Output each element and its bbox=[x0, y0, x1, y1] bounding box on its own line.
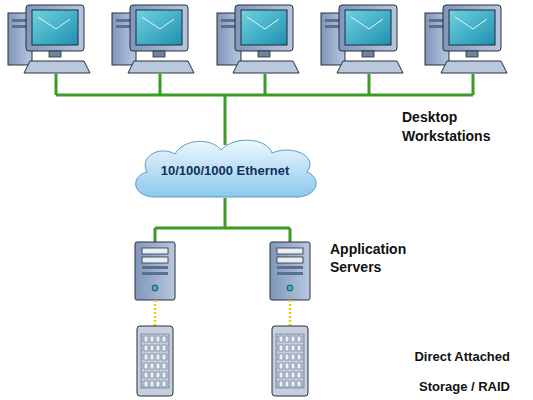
attach-link bbox=[289, 300, 292, 326]
network-cloud: 10/100/1000 Ethernet bbox=[125, 135, 325, 205]
cloud-label: 10/100/1000 Ethernet bbox=[161, 163, 290, 178]
ethernet-wire bbox=[56, 74, 473, 242]
attach-link bbox=[154, 300, 157, 326]
workstation-icon bbox=[425, 5, 507, 73]
workstation-icon bbox=[8, 5, 90, 73]
workstation-icon bbox=[112, 5, 194, 73]
drop-wire bbox=[264, 74, 267, 95]
attach-link bbox=[155, 300, 290, 326]
server-icon bbox=[135, 242, 175, 300]
storage-icon bbox=[272, 326, 308, 396]
drop-wire bbox=[289, 228, 292, 242]
group-label: Direct Attached Storage / RAID bbox=[368, 342, 510, 400]
drop-wire bbox=[55, 74, 58, 95]
workstation-icon bbox=[217, 5, 299, 73]
drop-wire bbox=[368, 74, 371, 95]
downlink-wire bbox=[224, 198, 227, 228]
drop-wire bbox=[159, 74, 162, 95]
drop-wire bbox=[154, 228, 157, 242]
uplink-wire bbox=[224, 95, 227, 145]
group-label: Application Servers bbox=[330, 240, 440, 276]
server-bus bbox=[155, 227, 290, 230]
workstation-icon bbox=[321, 5, 403, 73]
drop-wire bbox=[472, 74, 475, 95]
cloud-outline bbox=[136, 140, 316, 197]
storage-icon bbox=[137, 326, 173, 396]
group-label: Desktop Workstations bbox=[402, 108, 520, 146]
server-icon bbox=[270, 242, 310, 300]
